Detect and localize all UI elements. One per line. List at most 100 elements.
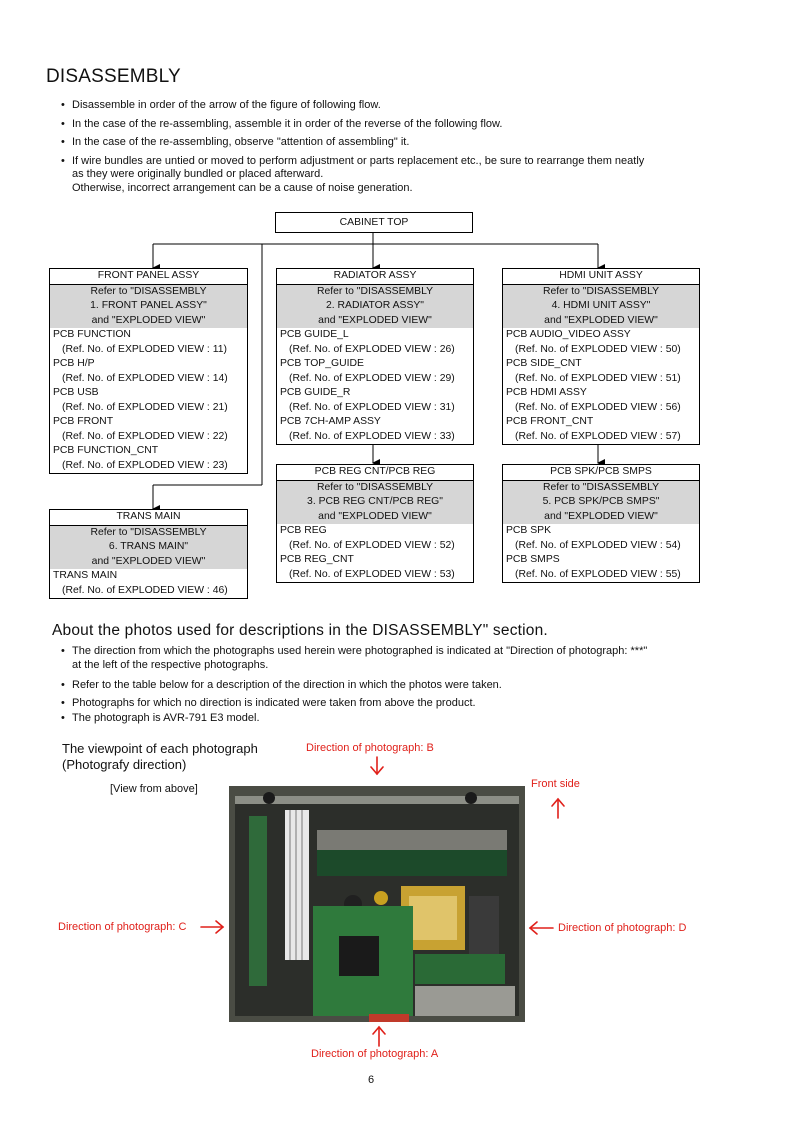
part-ref: (Ref. No. of EXPLODED VIEW : 52) (289, 539, 455, 551)
about-bullet: Photographs for which no direction is in… (60, 697, 760, 711)
reference-line: Refer to "DISASSEMBLY (316, 481, 434, 493)
part-name: PCB FUNCTION_CNT (53, 445, 159, 456)
part-ref: (Ref. No. of EXPLODED VIEW : 23) (62, 459, 228, 471)
part-ref: (Ref. No. of EXPLODED VIEW : 21) (62, 401, 228, 413)
reference-line: and "EXPLODED VIEW" (91, 314, 206, 326)
intro-bullet-list: Disassemble in order of the arrow of the… (60, 99, 750, 200)
part-name: PCB FRONT (53, 416, 114, 427)
flow-box-heading: FRONT PANEL ASSY (50, 269, 247, 285)
about-bullet: The photograph is AVR-791 E3 model. (60, 712, 760, 726)
part-ref: (Ref. No. of EXPLODED VIEW : 22) (62, 430, 228, 442)
part-ref: (Ref. No. of EXPLODED VIEW : 57) (515, 430, 681, 442)
part-name: PCB 7CH-AMP ASSY (280, 416, 381, 427)
intro-bullet-text: Otherwise, incorrect arrangement can be … (72, 181, 413, 194)
direction-b-label: Direction of photograph: B (306, 742, 434, 754)
intro-bullet: If wire bundles are untied or moved to p… (60, 155, 750, 196)
direction-c-label: Direction of photograph: C (58, 921, 187, 933)
viewpoint-title: The viewpoint of each photograph (Photog… (62, 741, 258, 773)
reference-line: 2. RADIATOR ASSY" (325, 300, 424, 311)
about-bullet-text: at the left of the respective photograph… (72, 658, 269, 671)
viewpoint-title-line: (Photografy direction) (62, 757, 187, 772)
part-ref: (Ref. No. of EXPLODED VIEW : 14) (62, 372, 228, 384)
flow-box-front-panel: FRONT PANEL ASSY Refer to "DISASSEMBLY 1… (49, 268, 248, 474)
part-name: PCB SPK (506, 525, 552, 536)
reference-line: Refer to "DISASSEMBLY (90, 526, 207, 538)
part-name: PCB FUNCTION (53, 329, 131, 340)
part-name: PCB AUDIO_VIDEO ASSY (506, 329, 631, 340)
page-number: 6 (368, 1074, 375, 1086)
intro-bullet-text: as they were originally bundled or place… (72, 168, 324, 180)
reference-line: and "EXPLODED VIEW" (318, 314, 432, 326)
direction-d-label: Direction of photograph: D (558, 922, 687, 934)
reference-line: and "EXPLODED VIEW" (544, 510, 658, 522)
reference-line: 4. HDMI UNIT ASSY" (551, 300, 651, 311)
reference-line: Refer to "DISASSEMBLY (90, 285, 207, 297)
part-name: PCB GUIDE_R (280, 387, 351, 398)
part-name: PCB TOP_GUIDE (280, 358, 364, 369)
flow-box-reference: Refer to "DISASSEMBLY 1. FRONT PANEL ASS… (50, 284, 247, 328)
part-name: PCB REG_CNT (280, 554, 354, 565)
reference-line: 3. PCB REG CNT/PCB REG" (307, 496, 443, 507)
part-ref: (Ref. No. of EXPLODED VIEW : 54) (515, 539, 681, 551)
part-name: PCB REG (280, 525, 327, 536)
flow-box-spk: PCB SPK/PCB SMPS Refer to "DISASSEMBLY 5… (502, 464, 700, 583)
reference-line: 5. PCB SPK/PCB SMPS" (542, 496, 660, 507)
part-ref: (Ref. No. of EXPLODED VIEW : 46) (62, 584, 228, 596)
part-name: PCB GUIDE_L (280, 329, 349, 340)
flow-box-trans-main: TRANS MAIN Refer to "DISASSEMBLY 6. TRAN… (49, 509, 248, 599)
part-ref: (Ref. No. of EXPLODED VIEW : 50) (515, 343, 681, 355)
reference-line: Refer to "DISASSEMBLY (542, 285, 660, 297)
part-name: PCB SMPS (506, 554, 560, 565)
reference-line: and "EXPLODED VIEW" (544, 314, 658, 326)
page-title: DISASSEMBLY (46, 66, 181, 87)
intro-bullet: In the case of the re-assembling, assemb… (60, 118, 750, 132)
about-bullet-list: The direction from which the photographs… (60, 645, 760, 731)
flow-box-heading: PCB SPK/PCB SMPS (503, 465, 699, 481)
about-bullet-text: The direction from which the photographs… (72, 645, 648, 657)
reference-line: Refer to "DISASSEMBLY (316, 285, 434, 297)
arrow-left-icon (528, 921, 554, 935)
flow-box-heading: HDMI UNIT ASSY (503, 269, 699, 285)
part-ref: (Ref. No. of EXPLODED VIEW : 33) (289, 430, 455, 442)
part-ref: (Ref. No. of EXPLODED VIEW : 29) (289, 372, 455, 384)
part-name: TRANS MAIN (53, 570, 118, 581)
part-name: PCB USB (53, 387, 99, 398)
part-ref: (Ref. No. of EXPLODED VIEW : 55) (515, 568, 681, 580)
intro-bullet: In the case of the re-assembling, observ… (60, 136, 750, 150)
direction-a-label: Direction of photograph: A (311, 1048, 439, 1060)
part-ref: (Ref. No. of EXPLODED VIEW : 56) (515, 401, 681, 413)
flow-box-hdmi: HDMI UNIT ASSY Refer to "DISASSEMBLY 4. … (502, 268, 700, 445)
flow-box-radiator: RADIATOR ASSY Refer to "DISASSEMBLY 2. R… (276, 268, 474, 445)
intro-bullet: Disassemble in order of the arrow of the… (60, 99, 750, 113)
part-ref: (Ref. No. of EXPLODED VIEW : 53) (289, 568, 455, 580)
arrow-right-icon (200, 920, 225, 934)
about-photos-heading: About the photos used for descriptions i… (52, 622, 548, 639)
about-bullet: Refer to the table below for a descripti… (60, 679, 760, 693)
intro-bullet-text: If wire bundles are untied or moved to p… (72, 154, 645, 167)
front-side-label: Front side (531, 778, 580, 790)
flow-box-cabinet-top: CABINET TOP (275, 212, 473, 233)
part-ref: (Ref. No. of EXPLODED VIEW : 11) (62, 343, 227, 355)
part-name: PCB SIDE_CNT (506, 358, 582, 369)
arrow-down-icon (370, 756, 384, 776)
receiver-top-view-photo (229, 786, 525, 1022)
flow-box-reference: Refer to "DISASSEMBLY 6. TRANS MAIN" and… (50, 525, 247, 569)
about-bullet: The direction from which the photographs… (60, 645, 760, 672)
reference-line: 1. FRONT PANEL ASSY" (90, 300, 207, 311)
part-name: PCB FRONT_CNT (506, 416, 594, 427)
flow-connectors (152, 232, 605, 513)
reference-line: and "EXPLODED VIEW" (318, 510, 432, 522)
part-ref: (Ref. No. of EXPLODED VIEW : 31) (289, 401, 455, 413)
viewpoint-title-line: The viewpoint of each photograph (62, 741, 258, 756)
flow-box-reg: PCB REG CNT/PCB REG Refer to "DISASSEMBL… (276, 464, 474, 583)
flow-box-heading: PCB REG CNT/PCB REG (277, 465, 473, 481)
arrow-up-icon (372, 1025, 386, 1047)
flow-box-heading: TRANS MAIN (50, 510, 247, 526)
part-ref: (Ref. No. of EXPLODED VIEW : 51) (515, 372, 681, 384)
part-ref: (Ref. No. of EXPLODED VIEW : 26) (289, 343, 455, 355)
arrow-up-icon (551, 797, 565, 819)
reference-line: 6. TRANS MAIN" (108, 541, 189, 552)
flow-box-reference: Refer to "DISASSEMBLY 4. HDMI UNIT ASSY"… (503, 284, 699, 328)
view-from-above-label: [View from above] (110, 783, 198, 795)
